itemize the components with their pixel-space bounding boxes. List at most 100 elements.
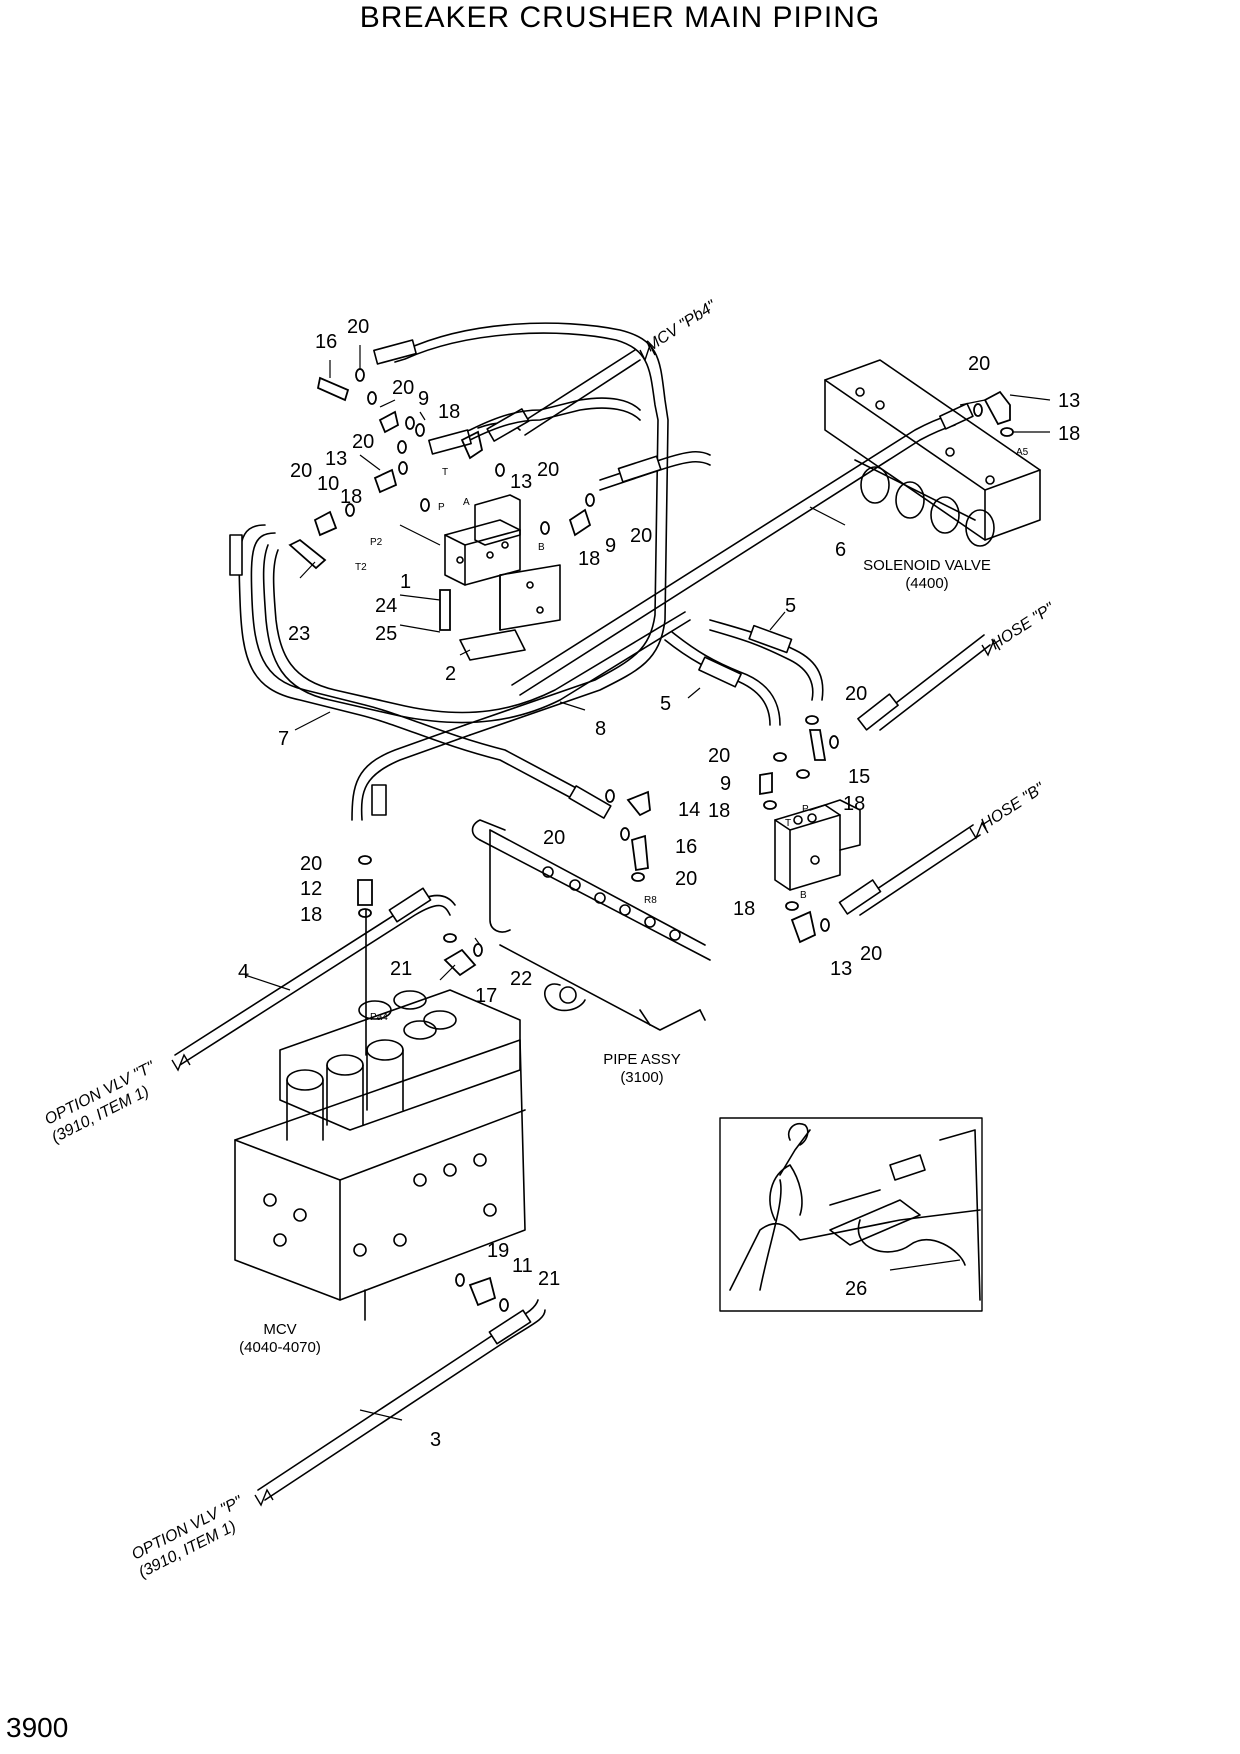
hose-p [857,634,991,731]
callout-20: 20 [708,745,730,767]
callout-25: 25 [375,623,397,645]
fitting-17 [443,948,477,977]
oring [540,521,550,535]
callout-20: 20 [845,683,867,705]
callout-18: 18 [438,401,460,423]
oring [358,855,372,865]
fitting-9c [759,771,773,796]
oring [631,872,645,882]
valve-block-1 [444,494,521,586]
callout-20: 20 [392,377,414,399]
label-mcv-pb4: MCV "Pb4" [643,297,720,355]
oring [785,901,799,911]
fitting-9 [378,410,400,434]
callout-2: 2 [445,663,456,685]
callout-5: 5 [660,693,671,715]
hose-3 [257,1299,546,1501]
callout-6: 6 [835,539,846,561]
callout-18: 18 [708,800,730,822]
callout-20: 20 [347,316,369,338]
label-pipe-1: PIPE ASSY [603,1051,681,1068]
callout-21: 21 [538,1268,560,1290]
callout-9: 9 [605,535,616,557]
callout-18: 18 [340,486,362,508]
label-hose-p: HOSE "P" [988,599,1059,653]
label-mcv-2: (4040-4070) [239,1339,321,1356]
port-labels: T A P P2 T2 B A5 R8 Pa4 P T B [355,447,1029,1023]
label-pipe-2: (3100) [620,1069,663,1086]
callout-15: 15 [848,766,870,788]
oring [1000,427,1014,437]
callout-20: 20 [290,460,312,482]
component-labels: SOLENOID VALVE (4400) PIPE ASSY (3100) M… [239,557,991,1356]
oring [367,391,377,405]
callout-20: 20 [968,353,990,375]
oring [455,1273,465,1287]
fitting-15 [808,729,827,761]
oring [420,498,430,512]
fitting-16b [631,834,649,872]
oring [829,735,839,749]
oring [355,368,365,382]
callout-12: 12 [300,878,322,900]
break-marks [171,343,1001,1507]
label-solenoid-1: SOLENOID VALVE [863,557,991,574]
callout-18: 18 [578,548,600,570]
callout-23: 23 [288,623,310,645]
oring [345,503,355,517]
fitting-12 [357,879,373,906]
callout-18: 18 [733,898,755,920]
hose-4 [174,887,456,1066]
port-a: A [463,497,470,508]
port-p2: P2 [370,537,383,548]
callout-20: 20 [860,943,882,965]
callout-5: 5 [785,595,796,617]
callout-20: 20 [352,431,374,453]
callout-9: 9 [720,773,731,795]
label-mcv-1: MCV [263,1321,296,1338]
callout-26: 26 [845,1278,867,1300]
callout-20: 20 [537,459,559,481]
solenoid-valve-4400 [824,359,1041,547]
oring [820,918,830,932]
oring [773,752,787,762]
breaker-valve [774,799,861,891]
oring [473,943,483,957]
port-p-valve: P [802,804,809,815]
port-pa4: Pa4 [370,1012,388,1023]
fitting-11 [468,1276,497,1307]
hose-7-inner [262,544,691,724]
leader-lines [244,345,1051,1421]
callout-13: 13 [830,958,852,980]
callout-3: 3 [430,1429,441,1451]
port-p: P [438,502,445,513]
fitting-10 [313,510,338,537]
oring [973,403,983,417]
callout-9: 9 [418,388,429,410]
hose-b [838,824,981,916]
oring [398,461,408,475]
bolt-24 [439,589,451,631]
oring [397,440,407,454]
oring [443,933,457,943]
oring [499,1298,509,1312]
connection-labels: MCV "Pb4" HOSE "P" HOSE "B" OPTION VLV "… [42,297,1058,1582]
cab-inset [719,1117,983,1312]
port-t2: T2 [355,562,367,573]
oring [585,493,595,507]
callout-17: 17 [475,985,497,1007]
callout-13: 13 [1058,390,1080,412]
bracket-2 [459,564,561,661]
callout-13: 13 [325,448,347,470]
hose-5 [664,619,824,726]
oring [796,769,810,779]
fitting-9b [568,508,592,537]
oring [405,416,415,430]
callout-16: 16 [315,331,337,353]
callout-21: 21 [390,958,412,980]
port-a5: A5 [1016,447,1029,458]
fitting-16 [316,376,350,402]
hose-7 [229,524,612,819]
callout-20: 20 [300,853,322,875]
callout-24: 24 [375,595,397,617]
